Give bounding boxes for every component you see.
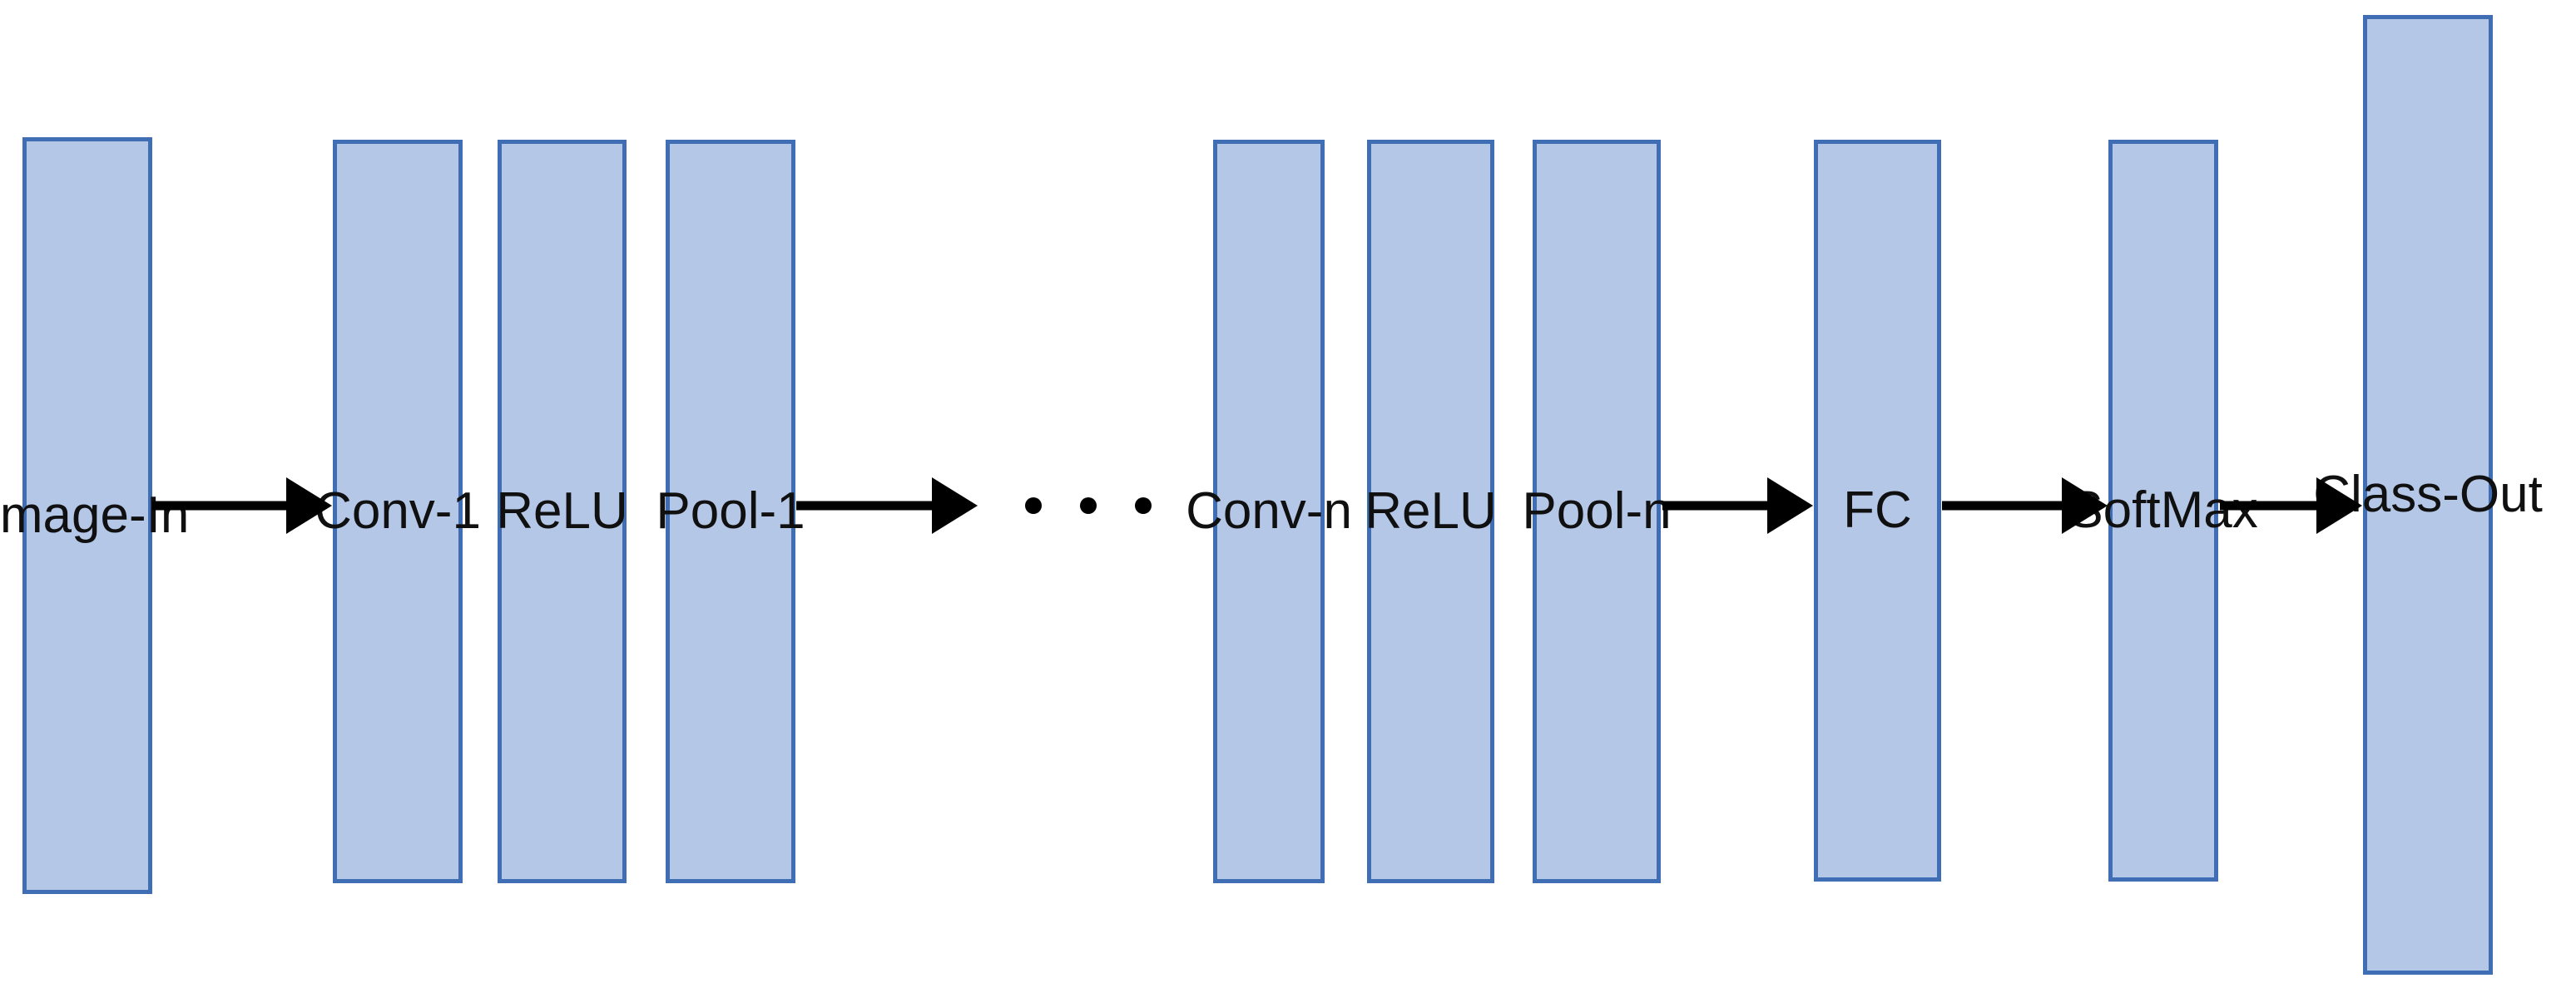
layer-box-fc[interactable]: FC (1814, 140, 1941, 882)
arrow-shaft (796, 501, 936, 511)
arrow-shaft (1662, 501, 1771, 511)
ellipsis-dot (1025, 497, 1042, 514)
layer-box-pool-1[interactable]: Pool-1 (656, 140, 805, 883)
arrow-head-icon (1767, 477, 1813, 534)
layer-box-softmax[interactable]: SoftMax (2068, 140, 2258, 882)
arrow-head-icon (932, 477, 978, 534)
arrow-shaft (1942, 501, 2066, 511)
arrow-shaft (2220, 501, 2321, 511)
layer-box-conv-1[interactable]: Conv-1 (315, 140, 481, 883)
layer-label-pool-n: Pool-n (1522, 482, 1672, 541)
layer-box-conv-n[interactable]: Conv-n (1186, 140, 1352, 883)
arrow-head-icon (286, 477, 332, 534)
arrow-head-icon (2316, 477, 2362, 534)
ellipsis-continuation (1025, 497, 1152, 514)
ellipsis-dot (1135, 497, 1152, 514)
layer-label-fc: FC (1843, 482, 1912, 540)
arrow-head-icon (2062, 477, 2108, 534)
arrow-shaft (152, 501, 290, 511)
layer-label-relu-n: ReLU (1365, 482, 1497, 541)
layer-label-pool-1: Pool-1 (656, 482, 805, 541)
layer-label-relu-1: ReLU (496, 482, 628, 541)
layer-box-pool-n[interactable]: Pool-n (1522, 140, 1672, 883)
layer-box-relu-n[interactable]: ReLU (1365, 140, 1497, 883)
layer-label-conv-n: Conv-n (1186, 482, 1352, 541)
layer-label-conv-1: Conv-1 (315, 482, 481, 541)
layer-box-class-out[interactable]: Class-Out (2313, 15, 2543, 975)
layer-box-relu-1[interactable]: ReLU (496, 140, 628, 883)
layer-label-image-in: Image-In (0, 487, 190, 545)
layer-box-image-in[interactable]: Image-In (0, 137, 189, 894)
ellipsis-dot (1080, 497, 1097, 514)
